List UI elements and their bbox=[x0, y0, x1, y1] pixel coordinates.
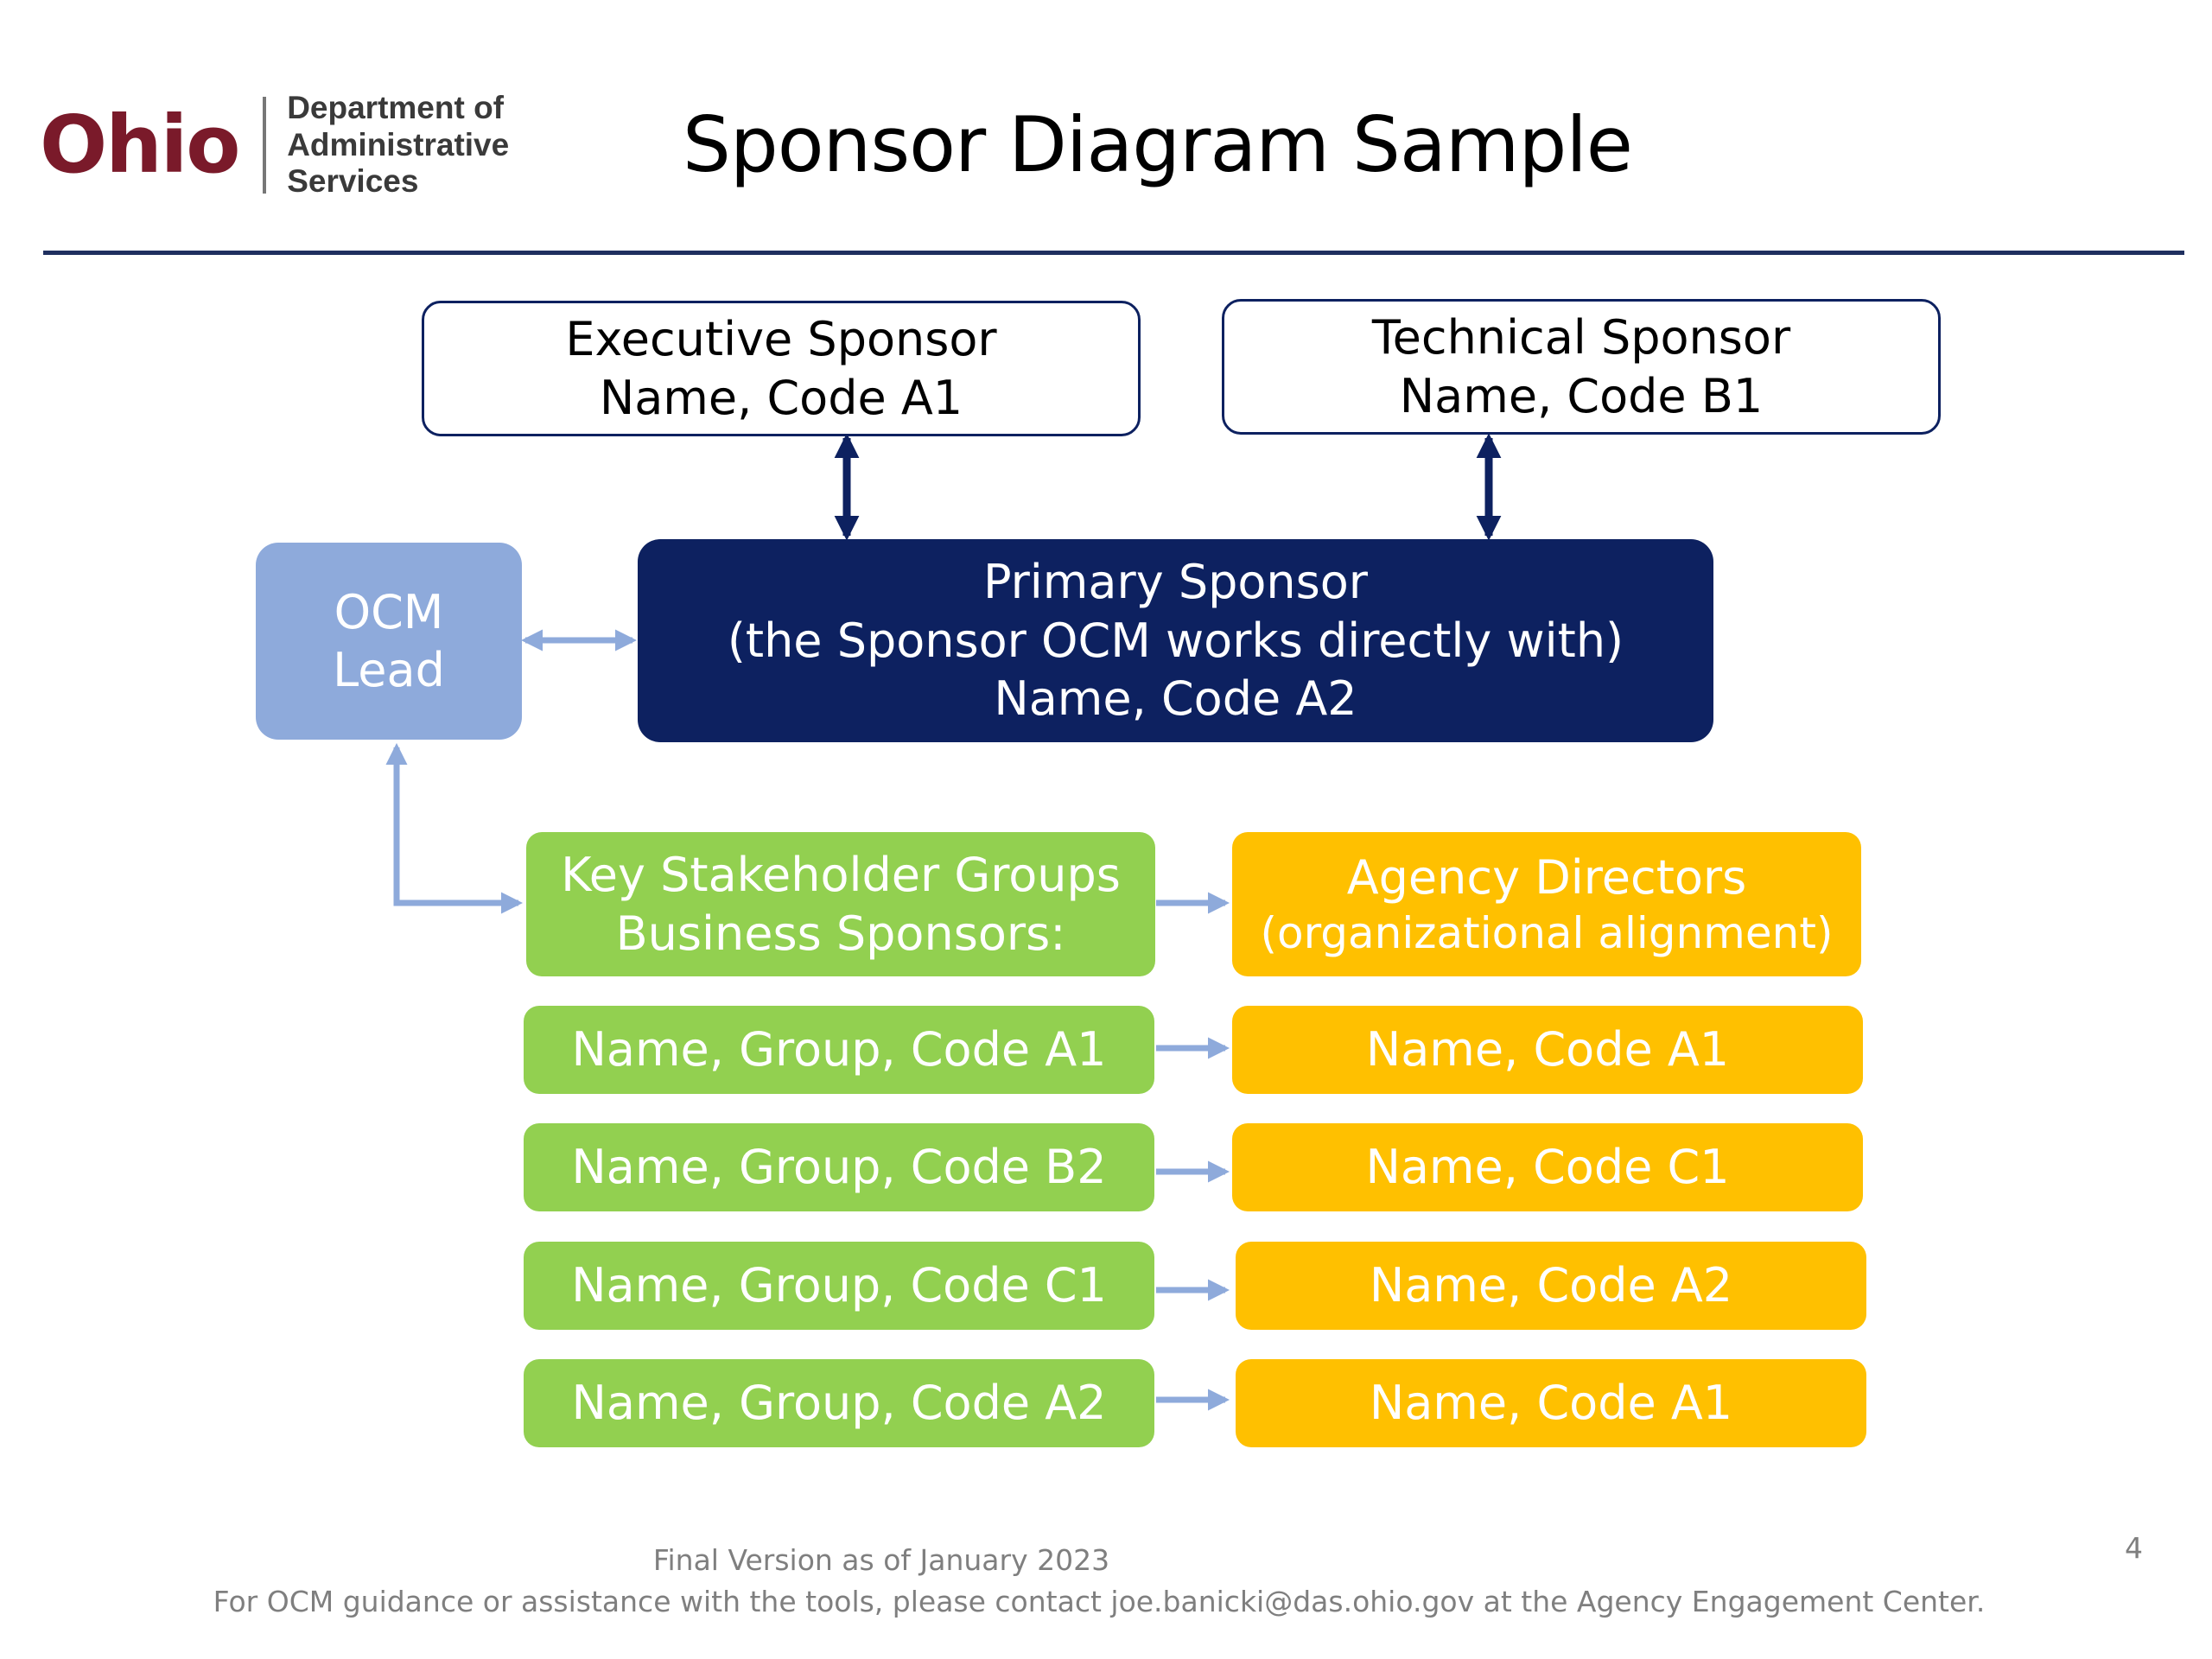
stakeholder-row-2: Name, Group, Code B2 bbox=[524, 1123, 1154, 1211]
key-stakeholders-header: Key Stakeholder Groups Business Sponsors… bbox=[526, 832, 1155, 976]
director-row-3: Name, Code A2 bbox=[1236, 1242, 1866, 1330]
agency-directors-header: Agency Directors (organizational alignme… bbox=[1232, 832, 1861, 976]
director-row-2-label: Name, Code C1 bbox=[1365, 1140, 1730, 1195]
logo-dept-line2: Administrative Services bbox=[287, 126, 510, 200]
page-title: Sponsor Diagram Sample bbox=[683, 100, 1633, 189]
ocm-lead-line2: Lead bbox=[333, 643, 445, 697]
stakeholder-row-1-label: Name, Group, Code A1 bbox=[571, 1022, 1107, 1077]
stakeholder-row-3: Name, Group, Code C1 bbox=[524, 1242, 1154, 1330]
stakeholder-row-3-label: Name, Group, Code C1 bbox=[571, 1258, 1107, 1313]
agency-directors-subtitle: (organizational alignment) bbox=[1260, 908, 1834, 958]
logo-department: Department of Administrative Services bbox=[287, 90, 627, 200]
footer-version: Final Version as of January 2023 bbox=[652, 1543, 1110, 1577]
logo-wordmark: Ohio bbox=[40, 99, 240, 191]
logo-dept-line1: Department of bbox=[287, 90, 505, 126]
key-stakeholders-subtitle: Business Sponsors: bbox=[615, 906, 1066, 961]
stakeholder-row-2-label: Name, Group, Code B2 bbox=[571, 1140, 1107, 1195]
logo-divider bbox=[263, 97, 267, 194]
ocm-lead-line1: OCM bbox=[334, 584, 444, 639]
director-row-1: Name, Code A1 bbox=[1232, 1006, 1863, 1094]
agency-directors-title: Agency Directors bbox=[1346, 849, 1747, 905]
technical-sponsor-name: Name, Code B1 bbox=[1399, 368, 1764, 423]
director-row-4: Name, Code A1 bbox=[1236, 1359, 1866, 1447]
director-row-4-label: Name, Code A1 bbox=[1369, 1376, 1733, 1431]
primary-sponsor-box: Primary Sponsor (the Sponsor OCM works d… bbox=[638, 539, 1713, 742]
key-stakeholders-title: Key Stakeholder Groups bbox=[561, 848, 1121, 902]
director-row-1-label: Name, Code A1 bbox=[1365, 1022, 1730, 1077]
footer-contact: For OCM guidance or assistance with the … bbox=[213, 1585, 1986, 1618]
stakeholder-row-4: Name, Group, Code A2 bbox=[524, 1359, 1154, 1447]
ohio-das-logo: Ohio Department of Administrative Servic… bbox=[40, 90, 627, 200]
primary-sponsor-title: Primary Sponsor bbox=[982, 555, 1369, 610]
executive-sponsor-title: Executive Sponsor bbox=[565, 312, 997, 366]
page-number: 4 bbox=[2125, 1531, 2143, 1565]
director-row-3-label: Name, Code A2 bbox=[1369, 1258, 1733, 1313]
technical-sponsor-title: Technical Sponsor bbox=[1371, 310, 1791, 365]
lead-stakeholder-connector bbox=[385, 742, 524, 914]
primary-sponsor-name: Name, Code A2 bbox=[994, 671, 1357, 727]
technical-sponsor-box: Technical Sponsor Name, Code B1 bbox=[1222, 299, 1941, 435]
ocm-lead-box: OCM Lead bbox=[256, 543, 522, 740]
stakeholder-row-1: Name, Group, Code A1 bbox=[524, 1006, 1154, 1094]
executive-sponsor-box: Executive Sponsor Name, Code A1 bbox=[422, 301, 1141, 436]
stakeholder-row-4-label: Name, Group, Code A2 bbox=[571, 1376, 1107, 1431]
header-divider bbox=[43, 251, 2184, 255]
primary-sponsor-description: (the Sponsor OCM works directly with) bbox=[727, 613, 1624, 668]
director-row-2: Name, Code C1 bbox=[1232, 1123, 1863, 1211]
executive-sponsor-name: Name, Code A1 bbox=[599, 370, 963, 425]
